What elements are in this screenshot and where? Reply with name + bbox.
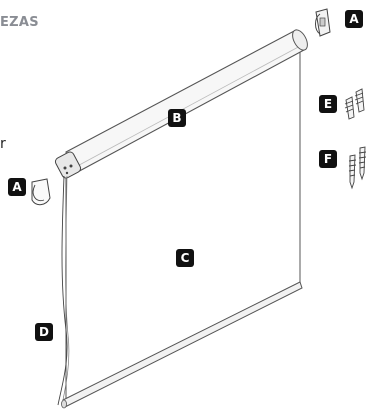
label-c-fabric: C [176, 249, 194, 267]
bracket-right-drawing [316, 9, 331, 36]
cropped-header-title: EZAS [0, 15, 39, 30]
cropped-side-text: r [0, 136, 6, 152]
wall-plugs-drawing [345, 89, 364, 119]
label-b-roller-tube: B [168, 109, 186, 127]
label-d-chain: D [35, 323, 53, 341]
screws-drawing [349, 147, 366, 188]
label-f-screws: F [319, 150, 337, 168]
label-a-bracket-right: A [345, 10, 363, 28]
bottom-bar-end [62, 400, 67, 408]
label-a-bracket-left: A [8, 178, 26, 196]
bracket-left-drawing [32, 179, 50, 205]
label-e-wall-plugs: E [319, 95, 337, 113]
